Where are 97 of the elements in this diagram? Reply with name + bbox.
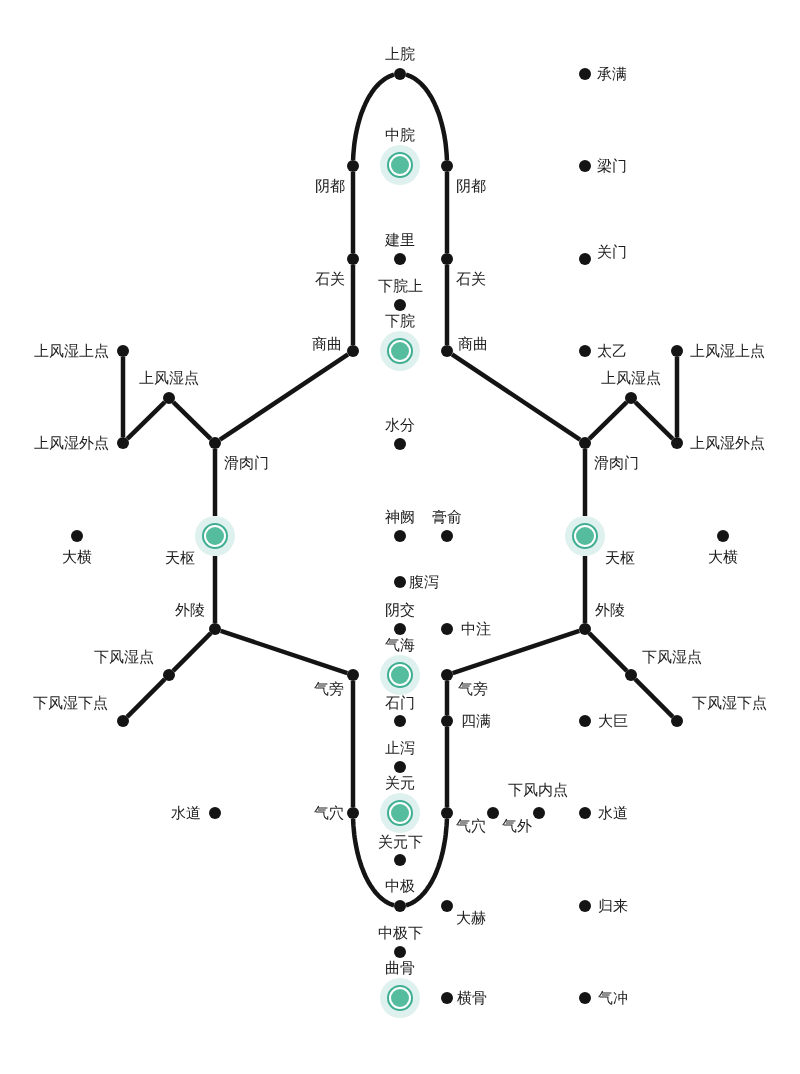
meridian-line bbox=[444, 265, 450, 345]
meridian-line bbox=[171, 400, 213, 441]
point-label: 阴都 bbox=[456, 178, 486, 194]
meridian-line bbox=[350, 72, 395, 161]
meridian-line bbox=[125, 677, 167, 719]
point-label: 下风湿下点 bbox=[32, 695, 108, 711]
meridian-line bbox=[633, 400, 675, 441]
point-label: 气冲 bbox=[598, 990, 628, 1006]
point-label: 气旁 bbox=[458, 681, 488, 697]
meridian-line bbox=[171, 631, 213, 673]
point-label: 大横 bbox=[62, 549, 92, 565]
meridian-line bbox=[405, 72, 450, 161]
point-label: 四满 bbox=[461, 713, 491, 729]
point-label: 横骨 bbox=[457, 990, 487, 1006]
meridian-line bbox=[350, 172, 356, 253]
point-label: 上风湿上点 bbox=[33, 343, 109, 359]
point-label: 上脘 bbox=[385, 46, 415, 62]
meridian-line bbox=[350, 681, 356, 807]
point-label: 阴交 bbox=[385, 602, 415, 618]
point-label: 下风湿点 bbox=[642, 649, 702, 665]
meridian-line bbox=[350, 265, 356, 345]
point-label: 商曲 bbox=[458, 336, 488, 352]
point-label: 气穴 bbox=[314, 805, 344, 821]
point-label: 石关 bbox=[456, 271, 486, 287]
highlighted-point-marker bbox=[380, 793, 420, 833]
meridian-line bbox=[220, 628, 348, 676]
point-label: 关元下 bbox=[377, 834, 423, 850]
highlighted-point-marker bbox=[380, 145, 420, 185]
point-label: 下脘 bbox=[385, 313, 415, 329]
meridian-line bbox=[218, 352, 350, 442]
point-label: 商曲 bbox=[312, 336, 342, 352]
point-label: 滑肉门 bbox=[223, 455, 269, 471]
point-label: 梁门 bbox=[597, 158, 627, 174]
meridian-line bbox=[587, 400, 629, 441]
point-label: 天枢 bbox=[605, 550, 635, 566]
point-label: 上风湿外点 bbox=[689, 435, 765, 451]
point-label: 上风湿外点 bbox=[33, 435, 109, 451]
point-label: 上风湿上点 bbox=[689, 343, 765, 359]
meridian-line bbox=[405, 818, 450, 908]
meridian-line bbox=[444, 172, 450, 253]
point-label: 水分 bbox=[385, 417, 415, 433]
point-label: 下风湿点 bbox=[94, 649, 154, 665]
highlighted-point-marker bbox=[195, 516, 235, 556]
meridian-line bbox=[444, 727, 450, 807]
meridian-line bbox=[582, 449, 588, 516]
point-label: 气旁 bbox=[314, 681, 344, 697]
meridian-line bbox=[350, 818, 395, 908]
highlighted-point-marker bbox=[380, 331, 420, 371]
point-label: 下脘上 bbox=[377, 278, 423, 294]
point-label: 气外 bbox=[502, 818, 532, 834]
point-label: 上风湿点 bbox=[601, 370, 661, 386]
meridian-line bbox=[450, 352, 582, 442]
point-label: 止泻 bbox=[385, 740, 415, 756]
point-label: 石门 bbox=[385, 695, 415, 711]
point-label: 归来 bbox=[598, 898, 628, 914]
point-label: 关元 bbox=[385, 775, 415, 791]
point-label: 大横 bbox=[708, 549, 738, 565]
meridian-line bbox=[212, 556, 218, 623]
point-label: 气海 bbox=[385, 637, 415, 653]
point-label: 外陵 bbox=[595, 602, 625, 618]
point-label: 腹泻 bbox=[409, 574, 439, 590]
point-label: 太乙 bbox=[597, 343, 627, 359]
highlighted-point-marker bbox=[565, 516, 605, 556]
point-label: 膏俞 bbox=[432, 509, 462, 525]
highlighted-point-marker bbox=[380, 978, 420, 1018]
point-label: 气穴 bbox=[456, 818, 486, 834]
meridian-line bbox=[120, 357, 126, 437]
point-label: 滑肉门 bbox=[593, 455, 639, 471]
point-label: 中脘 bbox=[385, 127, 415, 143]
point-label: 石关 bbox=[315, 271, 345, 287]
point-label: 阴都 bbox=[315, 178, 345, 194]
meridian-line bbox=[587, 631, 629, 673]
point-label: 下风内点 bbox=[508, 782, 568, 798]
point-label: 中极 bbox=[385, 878, 415, 894]
point-label: 关门 bbox=[597, 244, 627, 260]
point-label: 中注 bbox=[461, 621, 491, 637]
point-label: 承满 bbox=[597, 66, 627, 82]
point-label: 外陵 bbox=[175, 602, 205, 618]
point-label: 上风湿点 bbox=[139, 370, 199, 386]
meridian-line bbox=[633, 677, 675, 719]
meridian-line bbox=[444, 681, 450, 715]
point-label: 下风湿下点 bbox=[691, 695, 767, 711]
meridian-line bbox=[212, 449, 218, 516]
highlighted-point-marker bbox=[380, 655, 420, 695]
point-label: 建里 bbox=[385, 232, 415, 248]
point-label: 天枢 bbox=[165, 550, 195, 566]
point-label: 大赫 bbox=[456, 910, 486, 926]
point-label: 中极下 bbox=[377, 925, 423, 941]
point-label: 水道 bbox=[598, 805, 628, 821]
meridian-line bbox=[452, 628, 580, 676]
meridian-line bbox=[125, 400, 167, 441]
point-label: 神阙 bbox=[385, 509, 415, 525]
meridian-line bbox=[582, 556, 588, 623]
point-label: 大巨 bbox=[598, 713, 628, 729]
point-label: 水道 bbox=[171, 805, 201, 821]
meridian-line bbox=[674, 357, 680, 437]
point-label: 曲骨 bbox=[385, 960, 415, 976]
